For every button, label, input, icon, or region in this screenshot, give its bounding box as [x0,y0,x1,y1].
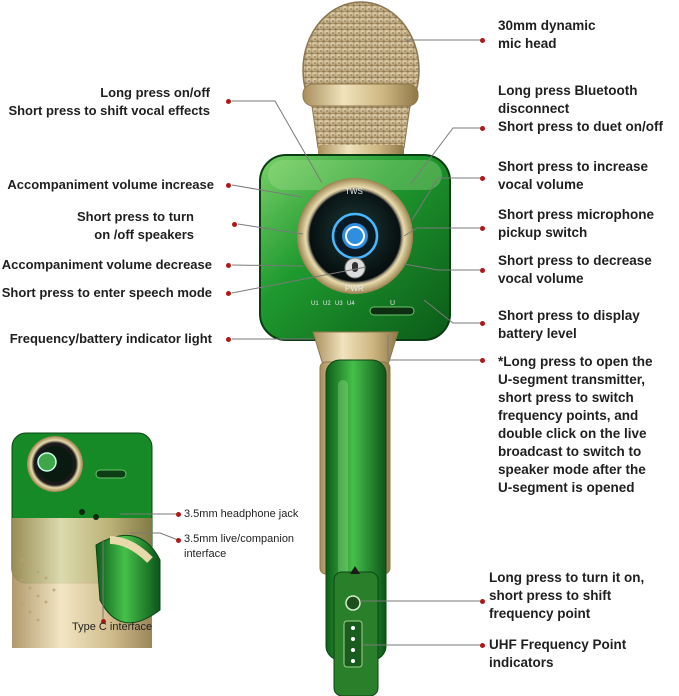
u2-label: U2 [323,301,331,307]
callout-dot [101,619,106,624]
callout-dot [226,183,231,188]
callout-vocal-decrease: Short press to decrease vocal volume [498,253,652,286]
u3-label: U3 [335,301,343,307]
callout-live-interface: 3.5mm live/companion interface [184,533,295,560]
callout-u-segment-transmitter: *Long press to open the U-segment transm… [498,354,653,495]
callout-vocal-increase: Short press to increase vocal volume [498,159,649,192]
callout-dot [226,337,231,342]
callout-dot [480,268,485,273]
callout-indicator-light: Frequency/battery indicator light [9,331,212,346]
u4-label: U4 [347,301,355,307]
pwr-label: PWR [345,284,364,293]
callout-vocal-effects: Long press on/off Short press to shift v… [8,85,210,118]
callout-uhf-indicators: UHF Frequency Point indicators [489,637,627,670]
callout-dot [480,126,485,131]
callout-dot [176,538,181,543]
callout-battery-level: Short press to display battery level [498,308,640,341]
power-frequency-button [345,595,361,611]
callout-dot [480,643,485,648]
callout-dot [480,226,485,231]
callout-dot [480,38,485,43]
callout-dot [226,291,231,296]
callout-dot [226,99,231,104]
callout-dot [226,263,231,268]
callout-headphone-jack: 3.5mm headphone jack [184,508,299,520]
callout-dot [480,599,485,604]
callout-speakers-toggle: Short press to turn on /off speakers [76,209,194,242]
tws-label: TWS [345,187,363,196]
callout-accompaniment-increase: Accompaniment volume increase [7,177,214,192]
callout-dot [480,358,485,363]
callout-speech-mode: Short press to enter speech mode [1,285,212,300]
leader-lines [102,39,482,646]
callout-dot [480,176,485,181]
callout-type-c: Type C interface [72,621,153,633]
callout-bluetooth-duet: Long press Bluetooth disconnect Short pr… [498,83,663,134]
callout-dot [232,222,237,227]
callout-pickup-switch: Short press microphone pickup switch [498,207,655,240]
u1-label: U1 [311,301,319,307]
callout-dot [176,512,181,517]
callout-mic-head: 30mm dynamic mic head [498,18,596,51]
mic-head-ring [302,83,419,107]
callout-accompaniment-decrease: Accompaniment volume decrease [1,257,212,272]
callout-power-frequency: Long press to turn it on, short press to… [489,570,645,621]
inset-closeup [11,432,161,648]
callout-dot [480,321,485,326]
u-label: U [390,300,396,307]
